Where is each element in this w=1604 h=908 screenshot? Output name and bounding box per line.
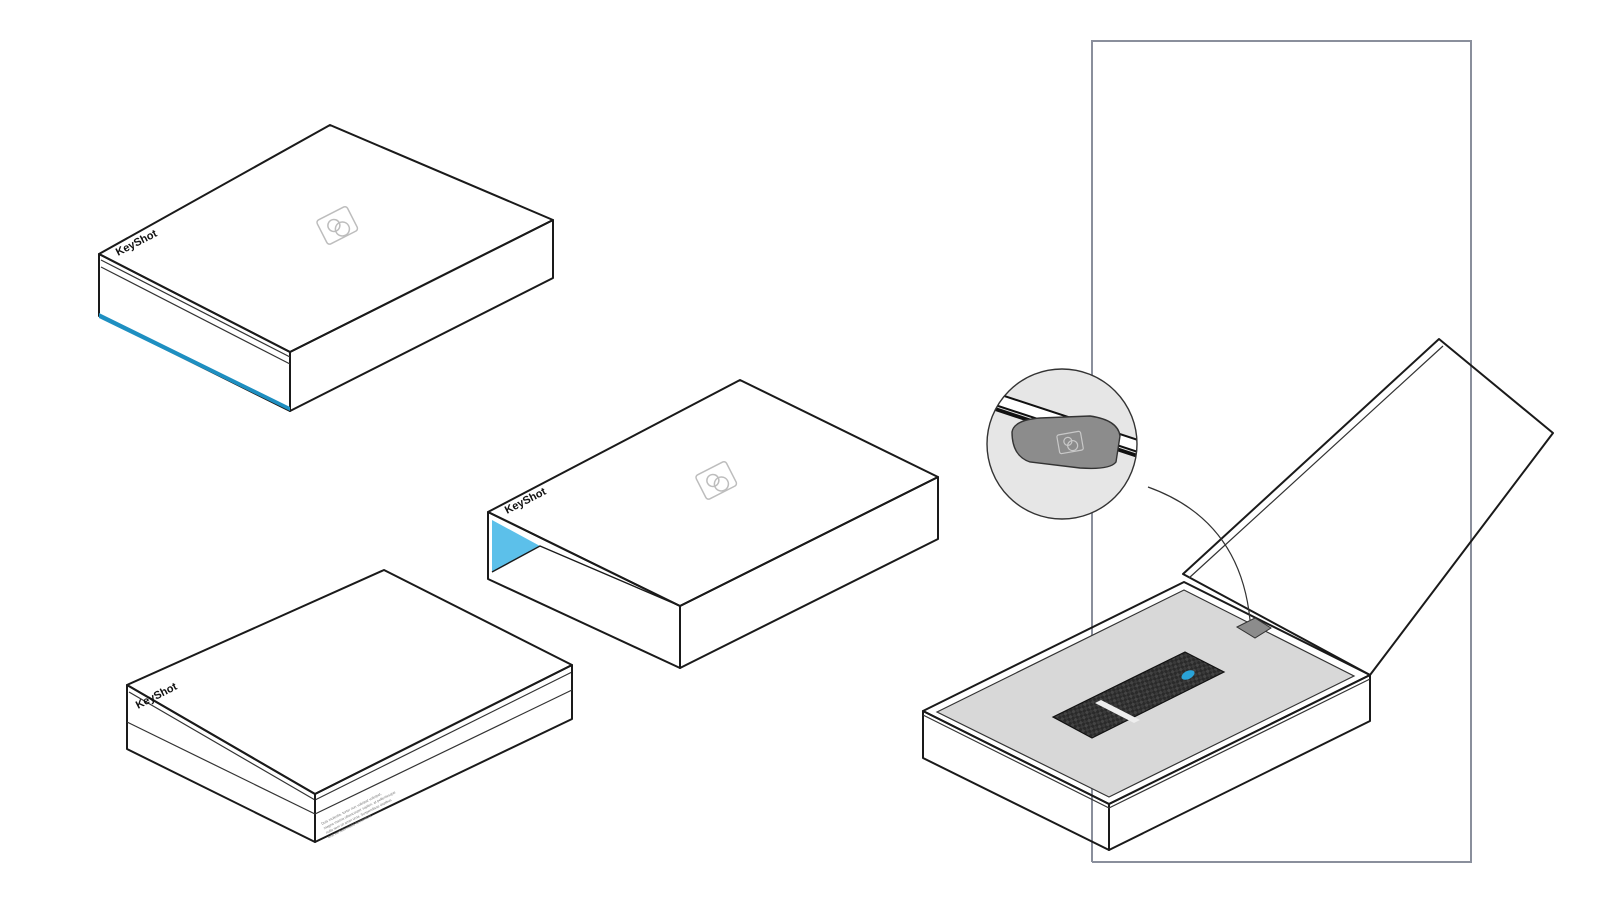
svg-text:magna massa ullamcorper sapien: magna massa ullamcorper sapien, at pelle… [323, 790, 396, 830]
detail-magnifier [986, 368, 1251, 621]
carbon-fiber-usb-icon [1051, 651, 1226, 739]
box1-top-face [98, 124, 554, 353]
box2-brand-label: KeyShot [134, 681, 180, 712]
background-panel-frame [1091, 40, 1472, 863]
open-presentation-box [922, 338, 1554, 851]
callout-leader-line [1147, 486, 1251, 621]
box2-top-face [126, 569, 573, 795]
box1-side-face [289, 219, 554, 412]
keyshot-camera-icon [316, 205, 359, 245]
keyshot-camera-icon [695, 460, 738, 500]
open-sleeve-box: KeyShot [487, 379, 939, 669]
plain-lidded-box: KeyShot Duis molestie, tortor non volutp… [126, 569, 573, 843]
box2-side-face [314, 664, 573, 843]
box3-interior [492, 520, 540, 572]
box4-lid [1182, 338, 1554, 676]
keyshot-camera-icon [1056, 430, 1084, 455]
closed-box-with-sleeve: KeyShot [98, 124, 554, 412]
box2-end-face [126, 684, 316, 843]
box4-base-side [1108, 674, 1371, 851]
pull-tab-icon [1011, 415, 1121, 470]
box3-side-face [679, 476, 939, 669]
box2-fine-print: Duis molestie, tortor non volutpat volut… [321, 790, 397, 839]
pull-tab-icon[interactable] [1235, 617, 1272, 639]
box1-blue-strip [99, 313, 290, 411]
box1-end-face [98, 253, 291, 412]
